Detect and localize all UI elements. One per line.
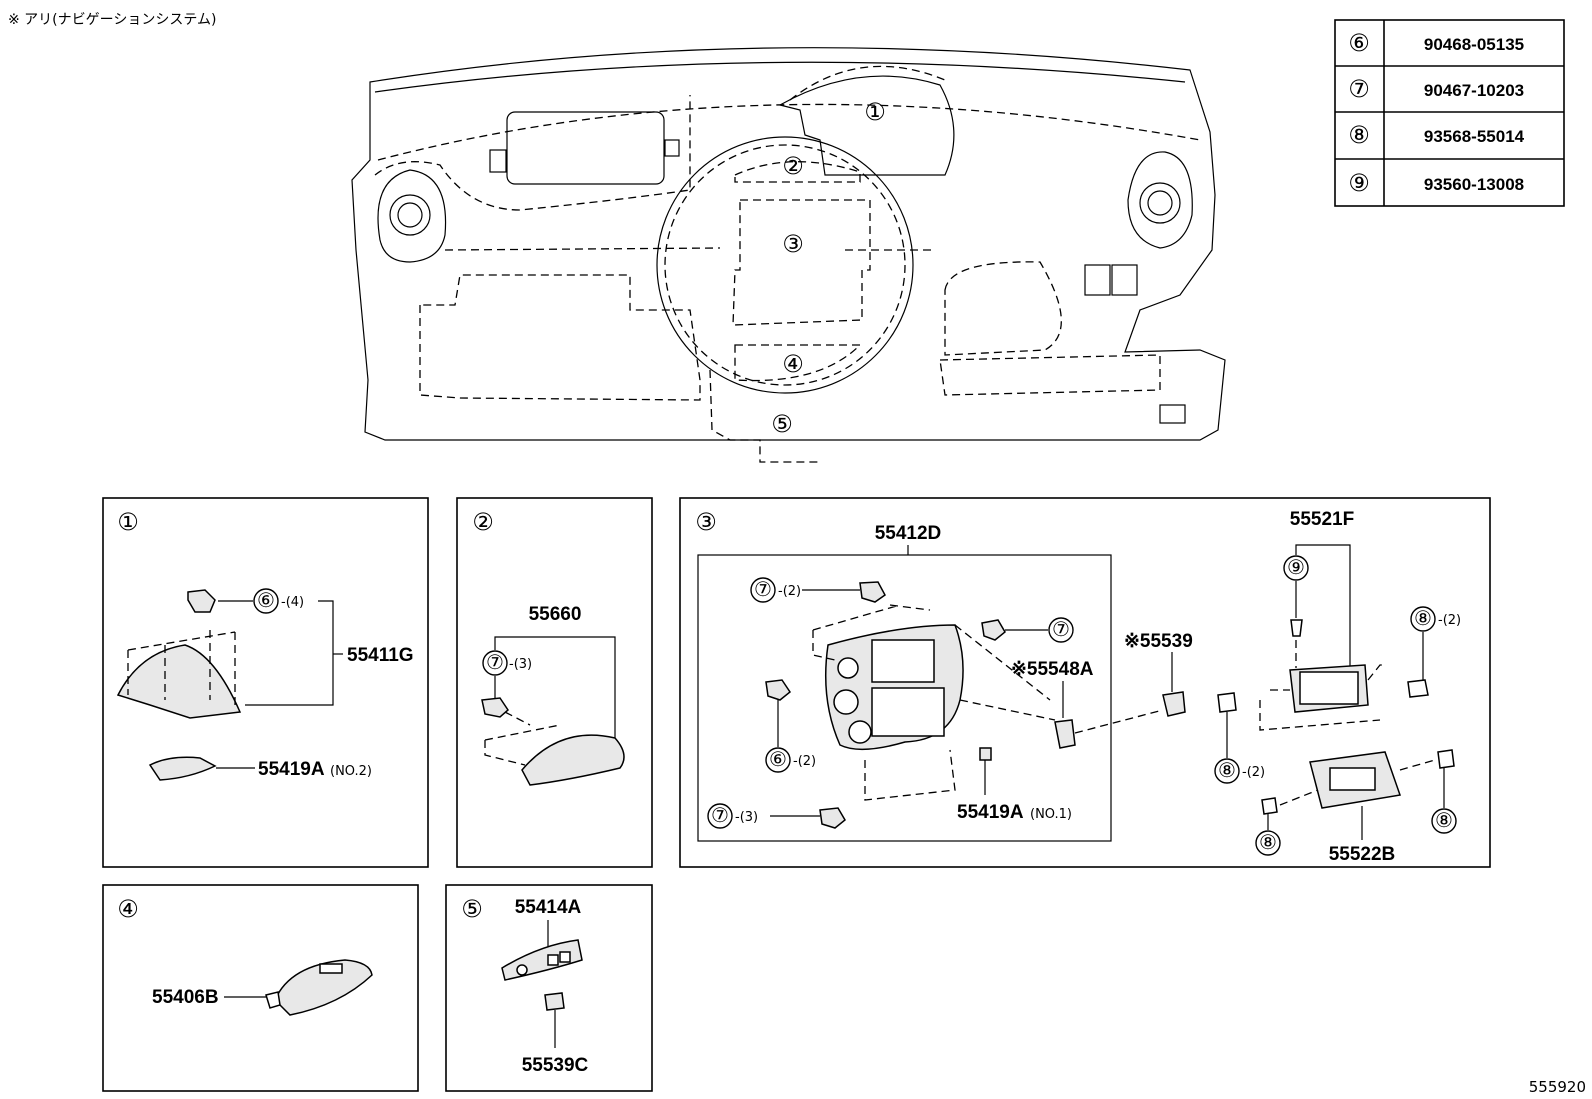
svg-text:⑧: ⑧ [1218, 758, 1236, 782]
svg-text:-(2): -(2) [1438, 613, 1461, 628]
svg-text:(NO.1): (NO.1) [1030, 807, 1072, 822]
svg-text:55414A: 55414A [515, 897, 582, 918]
panel-3: ③ 55412D ⑦ -(2) ⑦ ※55548A ⑥ -(2) [679, 497, 1491, 868]
svg-text:⑦: ⑦ [486, 650, 504, 674]
dashboard-overview: ① ② ③ ④ ⑤ [351, 47, 1226, 463]
header-note: ※ アリ(ナビゲーションシステム) [8, 12, 216, 28]
figure-code: 555920 [1529, 1078, 1586, 1096]
legend-part-6: 90468-05135 [1424, 35, 1524, 54]
svg-text:55406B: 55406B [152, 987, 219, 1008]
svg-text:⑤: ⑤ [461, 895, 483, 923]
svg-text:③: ③ [695, 508, 717, 536]
svg-text:-(3): -(3) [509, 657, 532, 672]
overview-ref-3: ③ [782, 230, 804, 258]
svg-text:55412D: 55412D [875, 523, 942, 544]
clip-icon [481, 697, 509, 718]
cluster-finish-part [521, 734, 625, 786]
svg-text:⑥: ⑥ [769, 747, 787, 771]
svg-text:⑧: ⑧ [1259, 830, 1277, 854]
svg-text:⑧: ⑧ [1435, 808, 1453, 832]
meter-hood-part [116, 644, 242, 719]
legend-part-8: 93568-55014 [1424, 127, 1525, 146]
overview-ref-2: ② [782, 152, 804, 180]
legend-ref-7: ⑦ [1348, 75, 1370, 103]
svg-text:④: ④ [117, 895, 139, 923]
legend-part-9: 93560-13008 [1424, 175, 1524, 194]
svg-text:55521F: 55521F [1290, 509, 1354, 530]
svg-text:55419A: 55419A [957, 802, 1024, 823]
svg-text:⑦: ⑦ [711, 803, 729, 827]
legend-table: ⑥ 90468-05135 ⑦ 90467-10203 ⑧ 93568-5501… [1334, 19, 1565, 207]
svg-text:⑦: ⑦ [1052, 617, 1070, 641]
panel-1: ① ⑥ -(4) 55411G 55419A (NO.2) [102, 497, 429, 868]
legend-ref-8: ⑧ [1348, 121, 1370, 149]
svg-text:※55539: ※55539 [1124, 631, 1193, 652]
svg-text:(NO.2): (NO.2) [330, 764, 372, 779]
overview-ref-5: ⑤ [771, 410, 793, 438]
svg-text:①: ① [117, 508, 139, 536]
svg-text:⑧: ⑧ [1414, 606, 1432, 630]
legend-part-7: 90467-10203 [1424, 81, 1524, 100]
svg-text:⑨: ⑨ [1287, 555, 1305, 579]
legend-ref-9: ⑨ [1348, 169, 1370, 197]
overview-ref-1: ① [864, 98, 886, 126]
clip-icon [187, 589, 216, 613]
svg-text:-(2): -(2) [793, 754, 816, 769]
svg-text:②: ② [472, 508, 494, 536]
panel-2: ② 55660 ⑦ -(3) [456, 497, 653, 868]
svg-text:⑦: ⑦ [754, 577, 772, 601]
svg-text:55660: 55660 [529, 604, 582, 625]
svg-text:55419A: 55419A [258, 759, 325, 780]
svg-text:-(2): -(2) [778, 584, 801, 599]
svg-text:-(3): -(3) [735, 810, 758, 825]
legend-ref-6: ⑥ [1348, 29, 1370, 57]
svg-text:-(4): -(4) [281, 595, 304, 610]
svg-text:※55548A: ※55548A [1011, 659, 1094, 680]
overview-ref-4: ④ [782, 350, 804, 378]
svg-text:55539C: 55539C [522, 1055, 589, 1076]
cover-part [148, 756, 217, 781]
panel-5: ⑤ 55414A 55539C [445, 884, 653, 1092]
panel-4: ④ 55406B [102, 884, 419, 1092]
svg-text:-(2): -(2) [1242, 765, 1265, 780]
lower-finish-part [274, 959, 373, 1016]
svg-text:55411G: 55411G [347, 645, 414, 666]
svg-text:55522B: 55522B [1329, 844, 1396, 865]
svg-text:⑥: ⑥ [257, 588, 275, 612]
